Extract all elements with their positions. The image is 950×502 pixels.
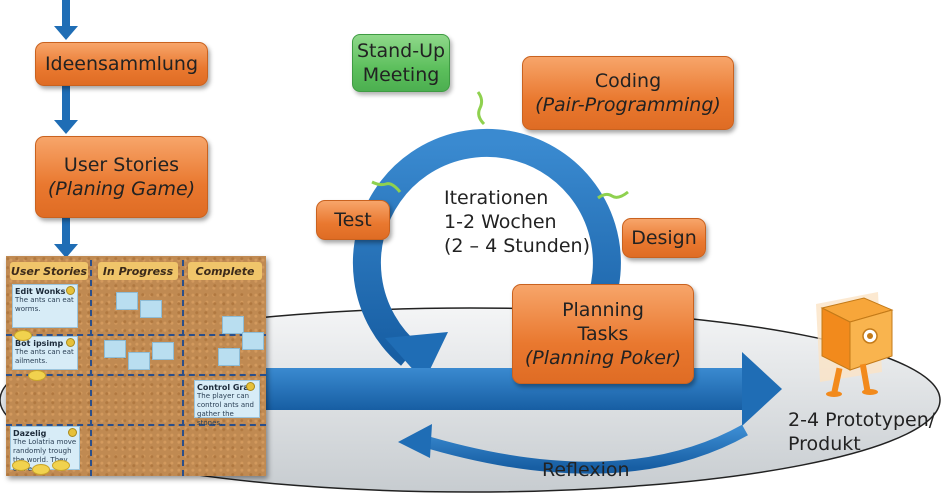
coding-label: Coding	[594, 70, 662, 92]
token-icon	[14, 330, 32, 341]
story-card-title: Dazelig	[13, 429, 47, 438]
pin-icon	[246, 382, 255, 391]
token-icon	[52, 460, 70, 471]
story-card-title: Edit Wonks	[15, 287, 66, 296]
planing-game-label: (Planing Game)	[47, 178, 196, 200]
column-header-complete: Complete	[188, 262, 262, 280]
user-stories-label: User Stories	[63, 154, 180, 176]
token-icon	[12, 460, 30, 471]
standup-label-line1: Stand-Up	[356, 40, 446, 62]
sticky-note	[218, 348, 240, 366]
kanban-board: User Stories In Progress Complete Edit W…	[6, 256, 266, 476]
flow-arrow-stories-to-board	[54, 216, 78, 258]
output-label: 2-4 Prototypen/ Produkt	[788, 408, 948, 456]
story-card: Edit Wonks The ants can eat worms.	[12, 284, 78, 328]
design-box: Design	[622, 218, 706, 258]
flow-arrow-ideas-to-stories	[54, 82, 78, 134]
iteration-info: Iterationen 1-2 Wochen (2 – 4 Stunden)	[444, 186, 604, 258]
sticky-note	[116, 292, 138, 310]
reflexion-label: Reflexion	[542, 459, 630, 481]
design-label: Design	[631, 227, 697, 249]
column-divider	[90, 260, 92, 476]
story-card-text: The player can control ants and gather t…	[197, 392, 255, 427]
planning-poker-label: (Planning Poker)	[524, 347, 682, 369]
planning-label: Planning	[562, 299, 644, 321]
test-label: Test	[334, 209, 372, 231]
reflexion-arrow	[398, 424, 748, 474]
row-divider	[6, 334, 266, 336]
iteration-label: Iterationen	[444, 187, 549, 209]
ideas-label: Ideensammlung	[44, 53, 199, 75]
cycle-tick-marks	[371, 91, 629, 200]
ideas-box: Ideensammlung	[35, 42, 208, 86]
story-card: Control Grab The player can control ants…	[194, 380, 260, 427]
pin-icon	[68, 428, 77, 437]
planning-box: Planning Tasks (Planning Poker)	[512, 284, 694, 384]
story-card-text: The ants can eat worms.	[15, 296, 74, 313]
package-robot-icon	[816, 292, 894, 397]
story-card-text: The ants can eat ailments.	[15, 348, 74, 365]
flow-arrow-top	[54, 0, 78, 40]
sticky-note	[128, 352, 150, 370]
column-header-in-progress: In Progress	[98, 262, 178, 280]
pin-icon	[66, 338, 75, 347]
iteration-duration-weeks: 1-2 Wochen	[444, 211, 557, 233]
iteration-cycle-arrow	[352, 128, 621, 382]
iteration-duration-hours: (2 – 4 Stunden)	[444, 235, 591, 257]
row-divider	[6, 424, 266, 426]
pin-icon	[66, 286, 75, 295]
prototype-label: 2-4 Prototypen/	[788, 409, 936, 431]
product-label: Produkt	[788, 433, 861, 455]
coding-box: Coding (Pair-Programming)	[522, 56, 734, 130]
story-card-title: Control Grab	[197, 383, 255, 392]
user-stories-box: User Stories (Planing Game)	[35, 136, 208, 218]
column-divider	[182, 260, 184, 476]
standup-label-line2: Meeting	[362, 64, 440, 86]
sticky-note	[222, 316, 244, 334]
package-robot-icon	[812, 290, 902, 400]
tasks-label: Tasks	[577, 323, 629, 345]
sticky-note	[242, 332, 264, 350]
sticky-note	[104, 340, 126, 358]
row-divider	[6, 374, 266, 376]
column-header-user-stories: User Stories	[10, 262, 88, 280]
story-card-title: Bot ipsimp	[15, 339, 64, 348]
pair-programming-label: (Pair-Programming)	[535, 94, 721, 116]
standup-box: Stand-Up Meeting	[352, 34, 450, 92]
sticky-note	[152, 342, 174, 360]
sticky-note	[140, 300, 162, 318]
token-icon	[32, 464, 50, 475]
test-box: Test	[316, 200, 390, 240]
token-icon	[28, 370, 46, 381]
